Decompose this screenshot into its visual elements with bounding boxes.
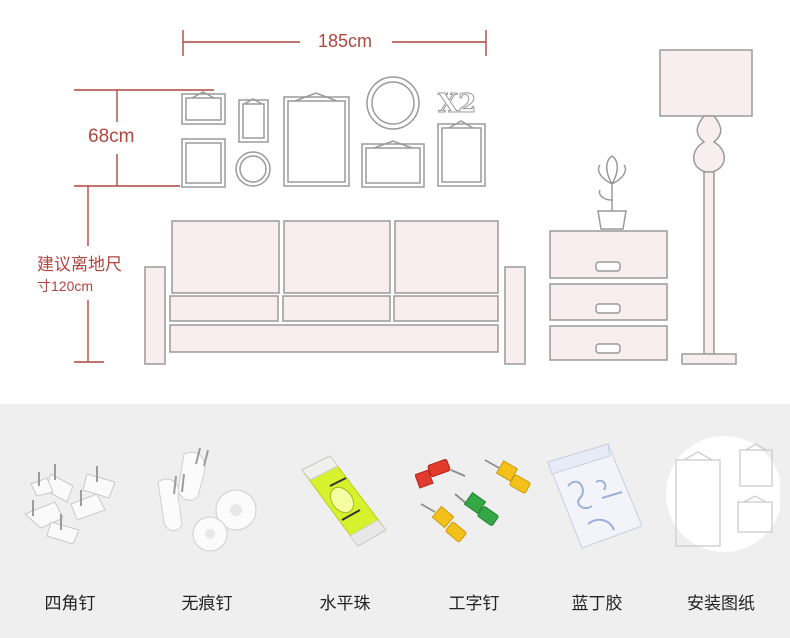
item-label: 蓝丁胶	[571, 594, 623, 614]
accessories-panel: 四角钉 无痕钉	[0, 404, 790, 638]
item-four-corner-nail: 四角钉	[11, 404, 129, 638]
item-label: 安装图纸	[687, 594, 755, 614]
blu-tack-icon	[547, 443, 643, 549]
wall-layout-illustration	[74, 30, 753, 365]
sofa-illustration	[144, 220, 526, 365]
height-dimension-line	[74, 89, 214, 187]
push-pin-icon	[415, 459, 531, 543]
quantity-badge-x: X2	[438, 89, 476, 118]
four-corner-nail-icon	[24, 464, 116, 545]
floor-height-note-line2: 寸120cm	[37, 278, 94, 294]
width-dimension-label: 185cm	[318, 31, 373, 51]
item-label: 工字钉	[448, 594, 500, 614]
floor-height-note-line1: 建议离地尺	[37, 255, 122, 274]
item-label: 水平珠	[319, 594, 371, 614]
installation-drawing-icon	[666, 436, 780, 552]
item-blu-tack: 蓝丁胶	[538, 404, 656, 638]
cabinet-illustration	[549, 155, 668, 361]
item-spirit-level: 水平珠	[286, 404, 404, 638]
photo-frames	[181, 76, 486, 188]
floor-height-line	[74, 186, 104, 363]
item-installation-drawing: 安装图纸	[662, 404, 780, 638]
item-label: 无痕钉	[181, 594, 233, 614]
item-push-pin: 工字钉	[415, 404, 533, 638]
item-label: 四角钉	[44, 594, 96, 614]
width-dimension-line	[182, 30, 487, 56]
traceless-nail-icon	[157, 447, 257, 552]
floor-lamp-illustration	[659, 49, 753, 365]
height-dimension-label: 68cm	[88, 126, 135, 147]
quantity-badge: X2	[438, 89, 477, 119]
spirit-level-icon	[301, 455, 387, 547]
item-traceless-nail: 无痕钉	[148, 404, 266, 638]
